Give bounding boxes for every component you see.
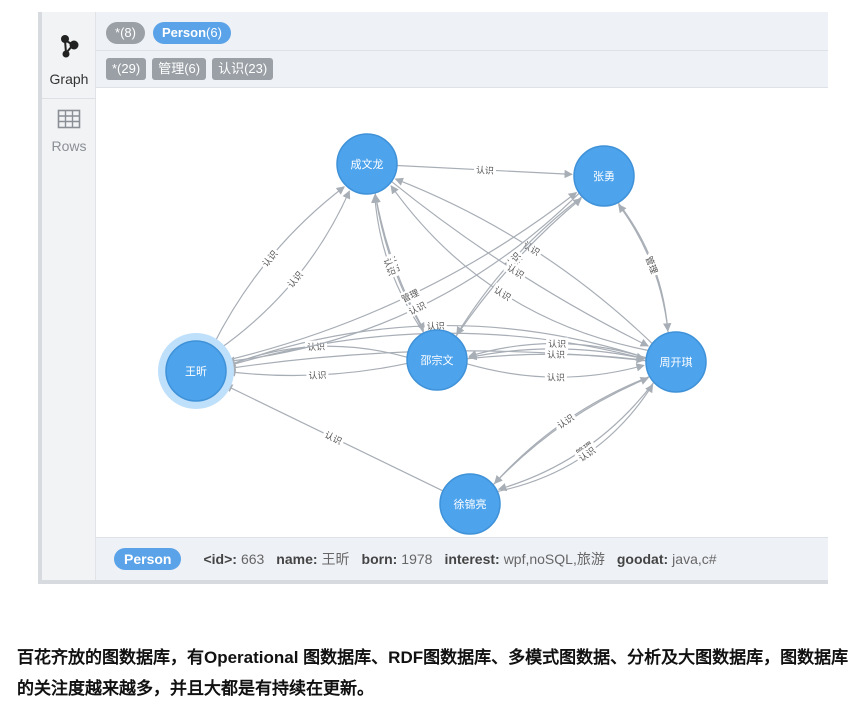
- node-circle[interactable]: [406, 329, 468, 391]
- relationship-layer: 认识认识认识认识认识认识认识管理认识认识认识管理认识认识认识管理管理认识认识认识…: [212, 163, 672, 493]
- relationship-edge[interactable]: [497, 383, 654, 493]
- rel-filter-know[interactable]: 认识(23): [212, 58, 274, 80]
- relationship-label-bg: [503, 260, 529, 283]
- prop-value-name: 王昕: [321, 551, 350, 567]
- relationship-edge[interactable]: [617, 202, 672, 332]
- relationship-label: 管理: [644, 255, 661, 276]
- node-label: 徐锦亮: [454, 497, 487, 511]
- relationship-label-bg: [574, 442, 600, 466]
- table-icon: [57, 109, 81, 129]
- prop-value-goodat: java,c#: [672, 551, 717, 567]
- prop-value-born: 1978: [401, 551, 433, 567]
- prop-key-interest: interest:: [444, 551, 500, 567]
- relationship-label-bg: [544, 371, 567, 384]
- prop-key-goodat: goodat:: [616, 551, 669, 567]
- panel-border-bottom: [38, 580, 828, 584]
- relationship-label-bg: [546, 337, 569, 350]
- node-circle[interactable]: [165, 340, 227, 402]
- relationship-label-bg: [397, 285, 423, 306]
- prop-value-interest: wpf,noSQL,旅游: [503, 551, 605, 567]
- relationship-label-bg: [404, 297, 430, 319]
- legend-divider: [96, 50, 828, 51]
- graph-icon: [61, 35, 79, 58]
- relationship-label-bg: [490, 282, 516, 305]
- relationship-label-bg: [424, 319, 447, 332]
- node-label: 成文龙: [351, 157, 384, 171]
- relationship-filters: *(29) 管理(6) 认识(23): [106, 58, 274, 80]
- prop-key-born: born:: [361, 551, 398, 567]
- node-label: 张勇: [593, 170, 615, 183]
- node-label-filters: *(8) Person(6): [106, 22, 231, 44]
- graph-canvas[interactable]: 认识认识认识认识认识认识认识管理认识认识认识管理认识认识认识管理管理认识认识认识…: [96, 89, 828, 537]
- legend-header: *(8) Person(6) *(29) 管理(6) 认识(23): [96, 12, 828, 88]
- prop-value-id: 663: [240, 551, 265, 567]
- relationship-label-bg: [552, 409, 578, 433]
- relationship-edge[interactable]: [494, 375, 650, 484]
- tab-graph[interactable]: Graph: [42, 22, 96, 102]
- tab-graph-label: Graph: [49, 71, 89, 87]
- graph-node-tzw[interactable]: 邵宗文: [406, 329, 468, 391]
- rel-filter-manage[interactable]: 管理(6): [152, 58, 207, 80]
- relationship-edge[interactable]: [217, 190, 351, 351]
- node-label: 王昕: [185, 365, 207, 378]
- node-label: 邵宗文: [421, 353, 454, 367]
- neo4j-browser-panel: Graph Rows *(8) Person(6) *(29) 管理(6) 认识: [38, 12, 828, 584]
- node-circle[interactable]: [336, 133, 398, 195]
- relationship-label: 认识: [427, 320, 445, 331]
- panel-border-left: [38, 12, 42, 584]
- relationship-label: 认识: [547, 372, 565, 383]
- relationship-label-bg: [258, 246, 282, 271]
- relationship-label-bg: [545, 348, 568, 361]
- tab-rows[interactable]: Rows: [42, 98, 96, 178]
- graph-node-zy[interactable]: 张勇: [573, 145, 635, 207]
- node-circle[interactable]: [645, 331, 707, 393]
- selected-node-label[interactable]: Person: [114, 548, 182, 570]
- tab-rows-label: Rows: [51, 138, 87, 154]
- graph-node-wx[interactable]: 王昕: [158, 333, 234, 409]
- relationship-label: 认识: [307, 341, 325, 353]
- prop-key-name: name:: [276, 551, 318, 567]
- graph-node-cwl[interactable]: 成文龙: [336, 133, 398, 195]
- relationship-label: 认识: [548, 338, 566, 349]
- relationship-label-bg: [320, 427, 346, 448]
- relationship-edge[interactable]: [497, 382, 655, 492]
- node-circle[interactable]: [439, 473, 501, 535]
- rel-filter-all[interactable]: *(29): [106, 58, 147, 80]
- relationship-label-bg: [283, 266, 307, 292]
- relationship-label: 认识: [476, 164, 495, 176]
- graph-result-view: *(8) Person(6) *(29) 管理(6) 认识(23) 认识认识认识…: [96, 12, 828, 580]
- relationship-label-bg: [380, 254, 400, 280]
- prop-key-id: <id>:: [203, 551, 237, 567]
- relationship-edge[interactable]: [492, 376, 649, 486]
- relationship-label-bg: [519, 237, 545, 260]
- properties-bar: Person <id>:663 name:王昕 born:1978 intere…: [96, 537, 828, 580]
- relationship-label-bg: [306, 368, 329, 382]
- article-caption: 百花齐放的图数据库，有Operational 图数据库、RDF图数据库、多模式图…: [17, 648, 849, 698]
- relationship-label: 认识: [308, 369, 326, 381]
- node-filter-all[interactable]: *(8): [106, 22, 145, 44]
- node-circle[interactable]: [573, 145, 635, 207]
- relationship-edge[interactable]: [212, 186, 345, 347]
- node-label: 周开琪: [660, 356, 693, 369]
- relationship-label: 认识: [547, 349, 565, 360]
- relationship-label-bg: [642, 252, 662, 278]
- view-sidebar: Graph Rows: [42, 12, 96, 580]
- node-filter-person[interactable]: Person(6): [152, 22, 231, 44]
- graph-node-zkq[interactable]: 周开琪: [645, 331, 707, 393]
- relationship-label-bg: [473, 163, 497, 177]
- graph-node-xjl[interactable]: 徐锦亮: [439, 473, 501, 535]
